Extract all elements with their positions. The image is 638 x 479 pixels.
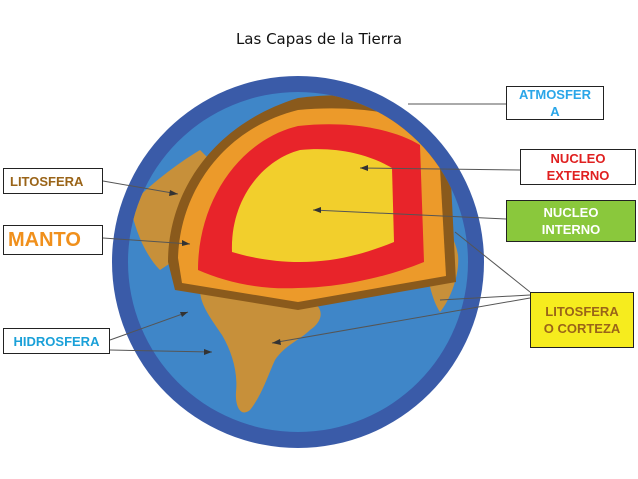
arrowhead [182, 240, 190, 246]
label-nucleo-interno: NUCLEO INTERNO [506, 200, 636, 242]
pointer-manto [102, 237, 191, 245]
pointer-hidrosfera-1 [109, 311, 189, 341]
arrowhead [272, 339, 281, 345]
arrowhead [360, 165, 368, 171]
pointer-litosfera-left [102, 180, 179, 195]
label-litosfera-corteza: LITOSFERA O CORTEZA [530, 292, 634, 348]
pointer-nucleo-externo [359, 167, 521, 171]
label-atmosfera: ATMOSFER A [506, 86, 604, 120]
pointer-corteza-2 [439, 294, 531, 301]
label-nucleo-externo: NUCLEO EXTERNO [520, 149, 636, 185]
pointer-corteza-3 [271, 297, 531, 344]
label-litosfera: LITOSFERA [3, 168, 103, 194]
pointer-corteza-1 [454, 231, 531, 293]
arrowhead [204, 349, 212, 355]
label-hidrosfera: HIDROSFERA [3, 328, 110, 354]
arrowhead [169, 190, 178, 196]
inner-core-layer [231, 149, 394, 262]
island [244, 398, 253, 408]
diagram-title: Las Capas de la Tierra [235, 30, 403, 48]
arrowhead [180, 312, 188, 317]
label-manto: MANTO [3, 225, 103, 255]
pointer-hidrosfera-2 [109, 349, 213, 353]
arrowhead [313, 207, 321, 213]
south-america-land [200, 284, 321, 413]
pointer-nucleo-interno [312, 209, 507, 220]
